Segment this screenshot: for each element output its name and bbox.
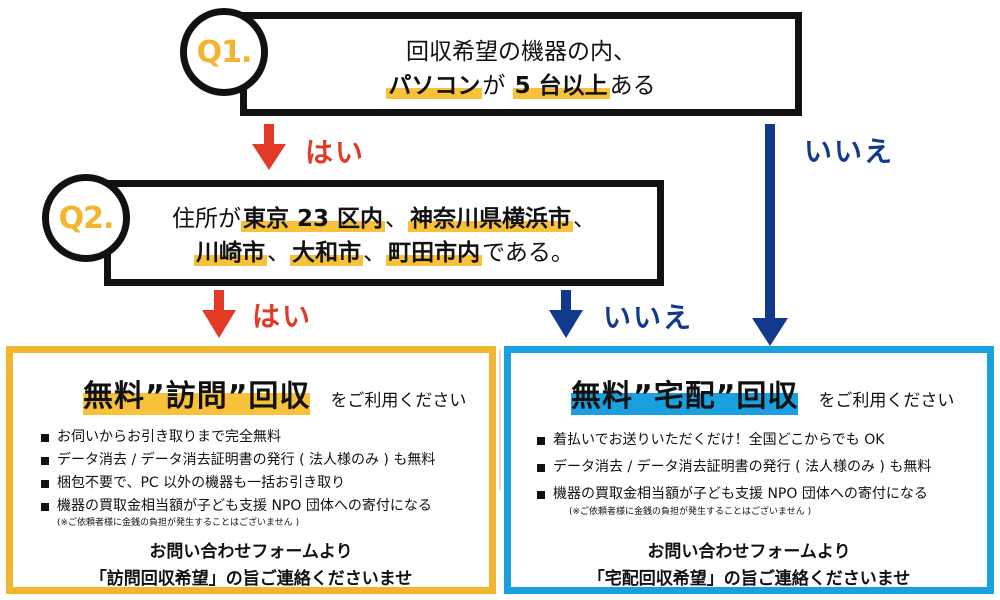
list-item-text: データ消去 / データ消去証明書の発行 ( 法人様のみ ) も無料: [553, 459, 932, 475]
delivery-title: 無料”宅配”回収: [571, 371, 799, 415]
list-item: お伺いからお引き取りまで完全無料: [41, 426, 481, 449]
visit-contact: お問い合わせフォームより 「訪問回収希望」の旨ご連絡くださいませ: [13, 539, 489, 593]
question-2-text-sep1: 、: [385, 206, 409, 232]
bullet-square-icon: [41, 503, 49, 511]
visit-subtitle: をご利用ください: [330, 391, 467, 411]
delivery-title-row: 無料”宅配”回収 をご利用ください: [571, 371, 954, 415]
question-1-line1: 回収希望の機器の内、: [406, 39, 636, 65]
visit-contact-line1: お問い合わせフォームより: [149, 542, 353, 562]
list-item-text: お伺いからお引き取りまで完全無料: [57, 429, 281, 445]
list-item: データ消去 / データ消去証明書の発行 ( 法人様のみ ) も無料: [41, 449, 481, 472]
panel-divider: [499, 350, 501, 490]
delivery-benefit-list: 着払いでお送りいただくだけ！全国どこからでも OK データ消去 / データ消去証…: [537, 427, 985, 508]
list-item-text: 梱包不要で、PC 以外の機器も一括お引き取り: [57, 475, 346, 491]
visit-title: 無料”訪問”回収: [83, 371, 311, 415]
question-2-text-sep4: 、: [363, 240, 387, 266]
question-1-line2: パソコンが 5 台以上ある: [247, 69, 795, 103]
question-2-text-sep2: 、: [573, 206, 597, 232]
q1-yes-arrow: [252, 124, 286, 170]
question-1-text: 回収希望の機器の内、 パソコンが 5 台以上ある: [247, 35, 795, 103]
q2-no-arrow: [549, 290, 583, 338]
question-1-box: 回収希望の機器の内、 パソコンが 5 台以上ある: [240, 12, 802, 116]
question-2-hl-yamato: 大和市: [290, 240, 364, 266]
list-item-text: データ消去 / データ消去証明書の発行 ( 法人様のみ ) も無料: [57, 452, 436, 468]
question-2-line1: 住所が東京 23 区内、神奈川県横浜市、: [111, 202, 657, 236]
question-2-hl-machida: 町田市内: [386, 240, 483, 266]
q2-yes-label: はい: [252, 300, 313, 333]
question-2-hl-yokohama: 神奈川県横浜市: [408, 206, 574, 232]
visit-benefit-list: お伺いからお引き取りまで完全無料 データ消去 / データ消去証明書の発行 ( 法…: [41, 426, 481, 518]
visit-collection-panel: 無料”訪問”回収 をご利用ください お伺いからお引き取りまで完全無料 データ消去…: [6, 346, 496, 594]
bullet-square-icon: [537, 491, 545, 499]
visit-contact-line2: 「訪問回収希望」の旨ご連絡くださいませ: [89, 569, 413, 589]
q1-yes-label: はい: [305, 136, 366, 169]
list-item-text: 着払いでお送りいただくだけ！全国どこからでも OK: [553, 432, 885, 448]
bullet-square-icon: [41, 434, 49, 442]
question-2-hl-tokyo: 東京 23 区内: [240, 206, 386, 232]
delivery-contact: お問い合わせフォームより 「宅配回収希望」の旨ご連絡くださいませ: [511, 539, 987, 593]
visit-note: (※ご依頼者様に金銭の負担が発生することはございません ): [57, 518, 300, 528]
question-2-text-sep3: 、: [267, 240, 291, 266]
list-item-text: 機器の買取金相当額が子ども支援 NPO 団体への寄付になる: [553, 486, 928, 502]
list-item: 機器の買取金相当額が子ども支援 NPO 団体への寄付になる: [41, 495, 481, 518]
delivery-note: (※ご依頼者様に金銭の負担が発生することはございません ): [569, 507, 812, 517]
question-1-text-aru: ある: [609, 73, 656, 99]
question-2-hl-kawasaki: 川崎市: [194, 240, 268, 266]
question-2-text-prefix: 住所が: [171, 206, 241, 232]
delivery-collection-panel: 無料”宅配”回収 をご利用ください 着払いでお送りいただくだけ！全国どこからでも…: [504, 346, 994, 594]
visit-title-row: 無料”訪問”回収 をご利用ください: [83, 371, 466, 415]
list-item: 着払いでお送りいただくだけ！全国どこからでも OK: [537, 427, 985, 454]
delivery-subtitle: をご利用ください: [818, 391, 955, 411]
question-1-hl-count: 5 台以上: [512, 73, 610, 99]
question-1-text-ga: が: [482, 73, 506, 99]
list-item: 梱包不要で、PC 以外の機器も一括お引き取り: [41, 472, 481, 495]
q2-badge: Q2.: [42, 174, 130, 262]
list-item-text: 機器の買取金相当額が子ども支援 NPO 団体への寄付になる: [57, 498, 432, 514]
q1-no-label: いいえ: [804, 135, 895, 168]
question-2-text: 住所が東京 23 区内、神奈川県横浜市、 川崎市、大和市、町田市内である。: [111, 202, 657, 270]
bullet-square-icon: [537, 464, 545, 472]
q1-badge: Q1.: [180, 8, 268, 96]
bullet-square-icon: [41, 480, 49, 488]
bullet-square-icon: [41, 457, 49, 465]
question-2-box: 住所が東京 23 区内、神奈川県横浜市、 川崎市、大和市、町田市内である。: [104, 180, 664, 286]
q1-no-arrow: [752, 124, 788, 346]
delivery-contact-line1: お問い合わせフォームより: [647, 542, 851, 562]
q2-yes-arrow: [202, 290, 236, 338]
bullet-square-icon: [537, 437, 545, 445]
question-1-hl-pc: パソコン: [386, 73, 483, 99]
delivery-contact-line2: 「宅配回収希望」の旨ご連絡くださいませ: [587, 569, 911, 589]
q2-no-label: いいえ: [603, 301, 694, 334]
question-2-text-end: である。: [482, 240, 574, 266]
question-2-line2: 川崎市、大和市、町田市内である。: [111, 236, 657, 270]
list-item: 機器の買取金相当額が子ども支援 NPO 団体への寄付になる: [537, 481, 985, 508]
list-item: データ消去 / データ消去証明書の発行 ( 法人様のみ ) も無料: [537, 454, 985, 481]
